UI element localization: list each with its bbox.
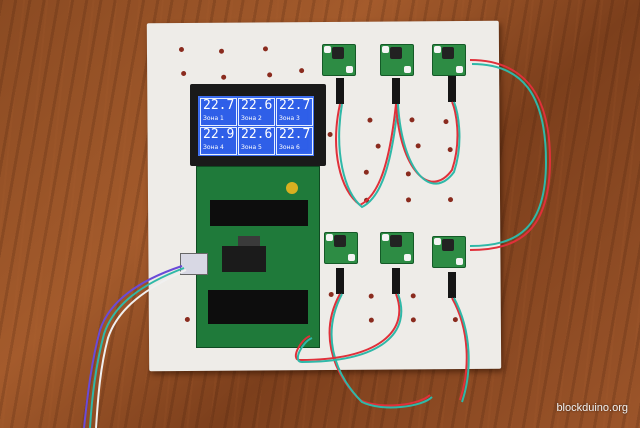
temperature-sensor-module (380, 44, 414, 76)
mount-nut (404, 66, 411, 73)
temperature-value: 22.6 (241, 98, 273, 113)
zone-label: Зона 2 (241, 115, 262, 122)
pin-header-bottom (208, 290, 308, 324)
yellow-component (286, 182, 298, 194)
mount-nut (324, 46, 331, 53)
sensor-chip (390, 47, 402, 59)
mount-nut (456, 258, 463, 265)
mount-nut (404, 254, 411, 261)
sensor-chip (390, 235, 402, 247)
mount-nut (348, 254, 355, 261)
zone-label: Зона 3 (279, 115, 300, 122)
sensor-chip (442, 239, 454, 251)
cable-connector (392, 78, 400, 104)
lcd-cell-zone-4: 22.9 Зона 4 (200, 127, 237, 155)
temperature-value: 22.7 (203, 98, 235, 113)
mount-nut (326, 234, 333, 241)
temperature-sensor-module (380, 232, 414, 264)
lcd-cell-zone-6: 22.7 Зона 6 (276, 127, 313, 155)
zone-label: Зона 6 (279, 144, 300, 151)
watermark: blockduino.org (556, 402, 628, 414)
cable-connector (336, 78, 344, 104)
temperature-sensor-module (432, 236, 466, 268)
lcd-cell-zone-3: 22.7 Зона 3 (276, 98, 313, 126)
lcd-cell-zone-2: 22.6 Зона 2 (238, 98, 275, 126)
temperature-value: 22.7 (279, 127, 311, 142)
usb-connector (180, 253, 208, 275)
temperature-sensor-module (322, 44, 356, 76)
sensor-chip (334, 235, 346, 247)
mount-nut (346, 66, 353, 73)
cable-connector (336, 268, 344, 294)
mount-nut (456, 66, 463, 73)
mount-nut (434, 46, 441, 53)
mount-nut (382, 46, 389, 53)
temperature-value: 22.7 (279, 98, 311, 113)
temperature-value: 22.9 (203, 127, 235, 142)
cable-connector (392, 268, 400, 294)
cable-connector (448, 76, 456, 102)
cable-connector (448, 272, 456, 298)
temperature-value: 22.6 (241, 127, 273, 142)
lcd-cell-zone-1: 22.7 Зона 1 (200, 98, 237, 126)
mount-nut (382, 234, 389, 241)
temperature-sensor-module (432, 44, 466, 76)
zone-label: Зона 4 (203, 144, 224, 151)
sensor-chip (442, 47, 454, 59)
lcd-screen: 22.7 Зона 1 22.6 Зона 2 22.7 Зона 3 22.9… (198, 96, 314, 156)
capacitor (238, 236, 260, 246)
temperature-sensor-module (324, 232, 358, 264)
zone-label: Зона 1 (203, 115, 224, 122)
microcontroller-chip (222, 246, 266, 272)
zone-label: Зона 5 (241, 144, 262, 151)
lcd-cell-zone-5: 22.6 Зона 5 (238, 127, 275, 155)
pin-header-top (210, 200, 308, 226)
mount-nut (434, 238, 441, 245)
sensor-chip (332, 47, 344, 59)
